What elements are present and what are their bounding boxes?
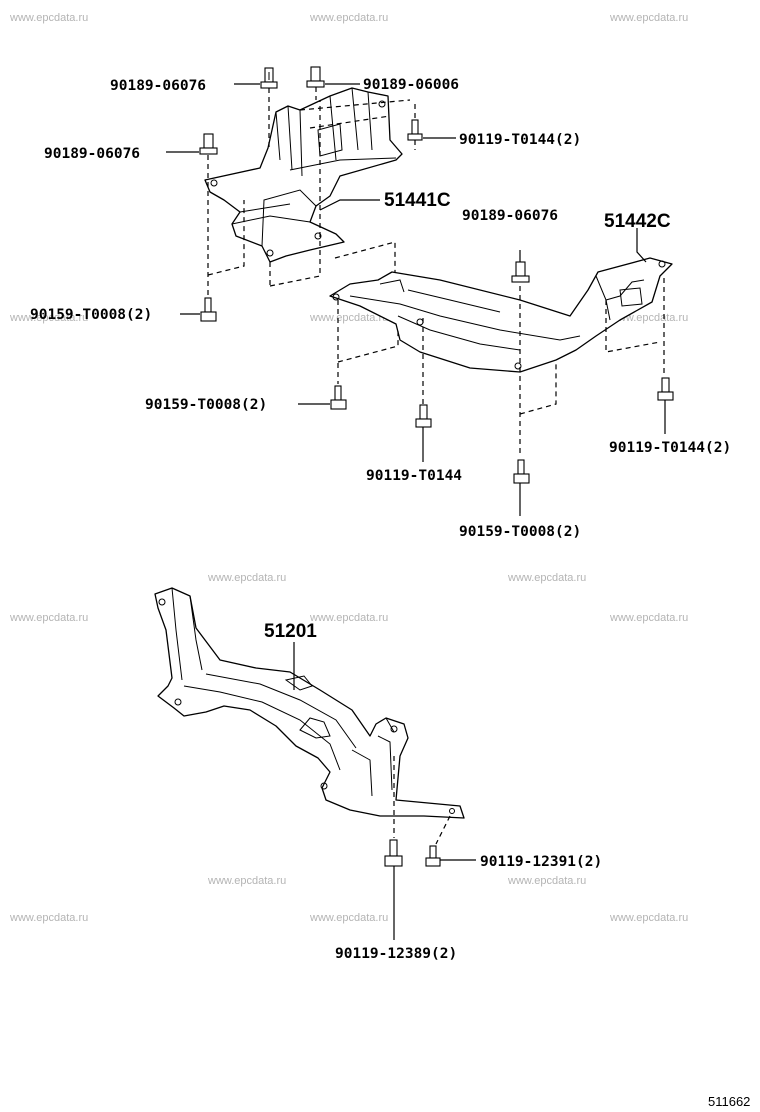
bolt-icon[interactable] bbox=[425, 845, 441, 867]
clip-fastener-icon[interactable] bbox=[306, 66, 325, 88]
label-90119-12391-qty2[interactable]: 90119-12391(2) bbox=[480, 854, 602, 870]
watermark: www.epcdata.ru bbox=[9, 612, 88, 624]
bolt-icon[interactable] bbox=[330, 385, 347, 410]
part-51201-drawing[interactable] bbox=[154, 587, 465, 819]
label-90189-06076[interactable]: 90189-06076 bbox=[44, 146, 140, 162]
label-part-51441c[interactable]: 51441C bbox=[384, 190, 451, 211]
label-90189-06076[interactable]: 90189-06076 bbox=[110, 78, 206, 94]
screw-icon[interactable] bbox=[657, 377, 674, 401]
screw-icon[interactable] bbox=[415, 404, 432, 428]
label-90159-t0008-qty2[interactable]: 90159-T0008(2) bbox=[145, 397, 267, 413]
part-51441c-drawing[interactable] bbox=[204, 87, 403, 263]
label-90159-t0008-qty2[interactable]: 90159-T0008(2) bbox=[459, 524, 581, 540]
watermark: www.epcdata.ru bbox=[9, 312, 88, 324]
bolt-icon[interactable] bbox=[513, 459, 530, 484]
watermark: www.epcdata.ru bbox=[207, 875, 286, 887]
label-part-51442c[interactable]: 51442C bbox=[604, 211, 671, 232]
watermarks: www.epcdata.ru www.epcdata.ru www.epcdat… bbox=[9, 12, 688, 924]
clip-fastener-icon[interactable] bbox=[511, 261, 530, 283]
watermark: www.epcdata.ru bbox=[609, 12, 688, 24]
label-part-51201[interactable]: 51201 bbox=[264, 621, 317, 642]
screw-icon[interactable] bbox=[407, 119, 423, 141]
diagram-reference-number: 511662 bbox=[708, 1094, 750, 1109]
watermark: www.epcdata.ru bbox=[309, 612, 388, 624]
label-90119-t0144-qty2[interactable]: 90119-T0144(2) bbox=[609, 440, 731, 456]
watermark: www.epcdata.ru bbox=[207, 572, 286, 584]
label-90119-t0144[interactable]: 90119-T0144 bbox=[366, 468, 462, 484]
watermark: www.epcdata.ru bbox=[9, 12, 88, 24]
watermark: www.epcdata.ru bbox=[609, 912, 688, 924]
label-90119-12389-qty2[interactable]: 90119-12389(2) bbox=[335, 946, 457, 962]
label-90189-06076[interactable]: 90189-06076 bbox=[462, 208, 558, 224]
watermark: www.epcdata.ru bbox=[507, 875, 586, 887]
watermark: www.epcdata.ru bbox=[309, 312, 388, 324]
label-90119-t0144-qty2[interactable]: 90119-T0144(2) bbox=[459, 132, 581, 148]
label-90189-06006[interactable]: 90189-06006 bbox=[363, 77, 459, 93]
watermark: www.epcdata.ru bbox=[609, 612, 688, 624]
watermark: www.epcdata.ru bbox=[507, 572, 586, 584]
watermark: www.epcdata.ru bbox=[309, 12, 388, 24]
bolt-icon[interactable] bbox=[384, 839, 403, 867]
label-90159-t0008-qty2[interactable]: 90159-T0008(2) bbox=[30, 307, 152, 323]
clip-fastener-icon[interactable] bbox=[260, 67, 278, 89]
bolt-icon[interactable] bbox=[200, 297, 217, 322]
watermark: www.epcdata.ru bbox=[9, 912, 88, 924]
clip-fastener-icon[interactable] bbox=[199, 133, 218, 155]
part-51442c-drawing[interactable] bbox=[329, 257, 673, 373]
watermark: www.epcdata.ru bbox=[309, 912, 388, 924]
